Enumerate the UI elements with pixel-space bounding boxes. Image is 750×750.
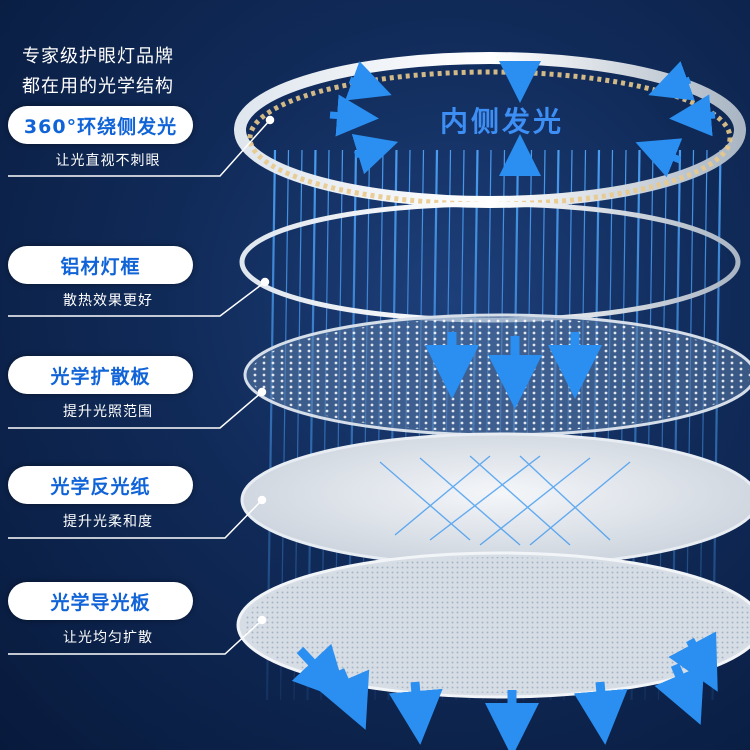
layer-desc-led-ring: 让光直视不刺眼 <box>55 153 161 169</box>
layer-desc-diffusion-plate: 提升光照范围 <box>63 404 153 420</box>
downward-arrows-output <box>291 631 718 750</box>
intro-line-1: 专家级护眼灯品牌 <box>22 46 174 67</box>
diffusion-plate-layer <box>243 313 750 437</box>
downward-arrows-diffusion <box>425 332 602 409</box>
reflective-paper-layer <box>240 432 750 568</box>
inner-emission-label: 内侧发光 <box>440 105 565 138</box>
layer-label-aluminum-frame: 铝材灯框 <box>8 246 193 284</box>
layer-desc-light-guide-plate: 让光均匀扩散 <box>63 630 153 646</box>
layer-label-diffusion-plate: 光学扩散板 <box>8 356 193 394</box>
layer-label-led-ring: 360°环绕侧发光 <box>8 106 193 144</box>
intro-heading: 专家级护眼灯品牌 都在用的光学结构 <box>22 42 174 102</box>
layer-desc-aluminum-frame: 散热效果更好 <box>63 293 153 309</box>
layer-label-reflective-paper: 光学反光纸 <box>8 466 193 504</box>
light-guide-plate-layer <box>236 551 750 699</box>
layer-label-light-guide-plate: 光学导光板 <box>8 582 193 620</box>
label-connectors <box>8 115 275 655</box>
inward-light-arrows <box>329 61 716 178</box>
intro-line-2: 都在用的光学结构 <box>22 76 174 97</box>
layer-desc-reflective-paper: 提升光柔和度 <box>63 514 153 530</box>
